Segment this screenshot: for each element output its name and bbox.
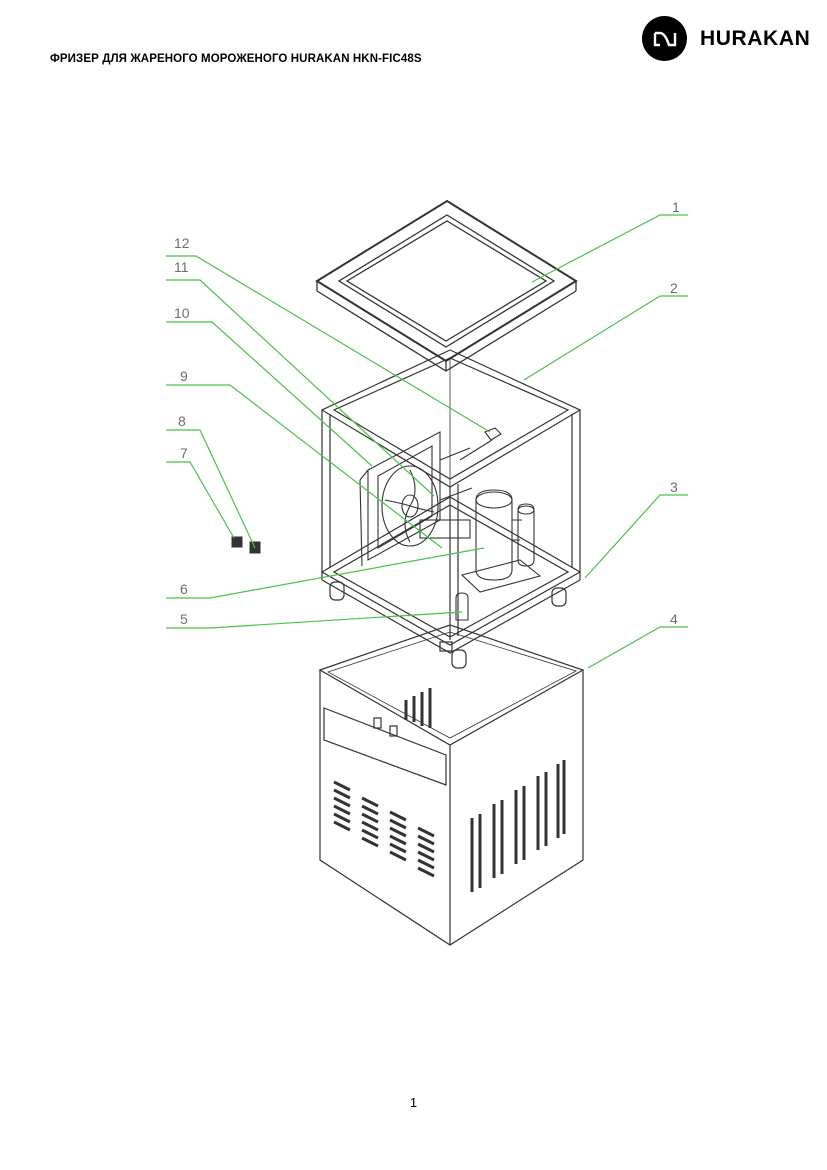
leader-lines bbox=[166, 214, 688, 669]
document-title: ФРИЗЕР ДЛЯ ЖАРЕНОГО МОРОЖЕНОГО HURAKAN H… bbox=[50, 53, 422, 65]
callout-9: 9 bbox=[180, 368, 188, 384]
callout-12: 12 bbox=[174, 235, 190, 251]
callout-2: 2 bbox=[670, 280, 678, 296]
frame bbox=[320, 349, 582, 669]
callout-8: 8 bbox=[178, 413, 186, 429]
cabinet bbox=[318, 624, 585, 946]
callout-7: 7 bbox=[180, 445, 188, 461]
callout-5: 5 bbox=[180, 611, 188, 627]
callout-11: 11 bbox=[174, 259, 189, 275]
callout-numbers: 1 2 3 4 5 6 7 8 9 10 11 12 bbox=[174, 199, 680, 627]
compressor bbox=[455, 427, 542, 621]
callout-10: 10 bbox=[174, 305, 190, 321]
callout-4: 4 bbox=[670, 611, 678, 627]
hurakan-logo-icon bbox=[642, 16, 687, 61]
brand-logo: HURAKAN bbox=[642, 16, 810, 61]
page-number: 1 bbox=[409, 1095, 418, 1110]
callout-1: 1 bbox=[672, 199, 680, 215]
callout-3: 3 bbox=[670, 479, 678, 495]
switches bbox=[231, 536, 261, 554]
brand-name: HURAKAN bbox=[700, 26, 811, 50]
condenser-fan bbox=[359, 431, 473, 567]
top-pan bbox=[315, 199, 578, 372]
callout-6: 6 bbox=[180, 581, 188, 597]
